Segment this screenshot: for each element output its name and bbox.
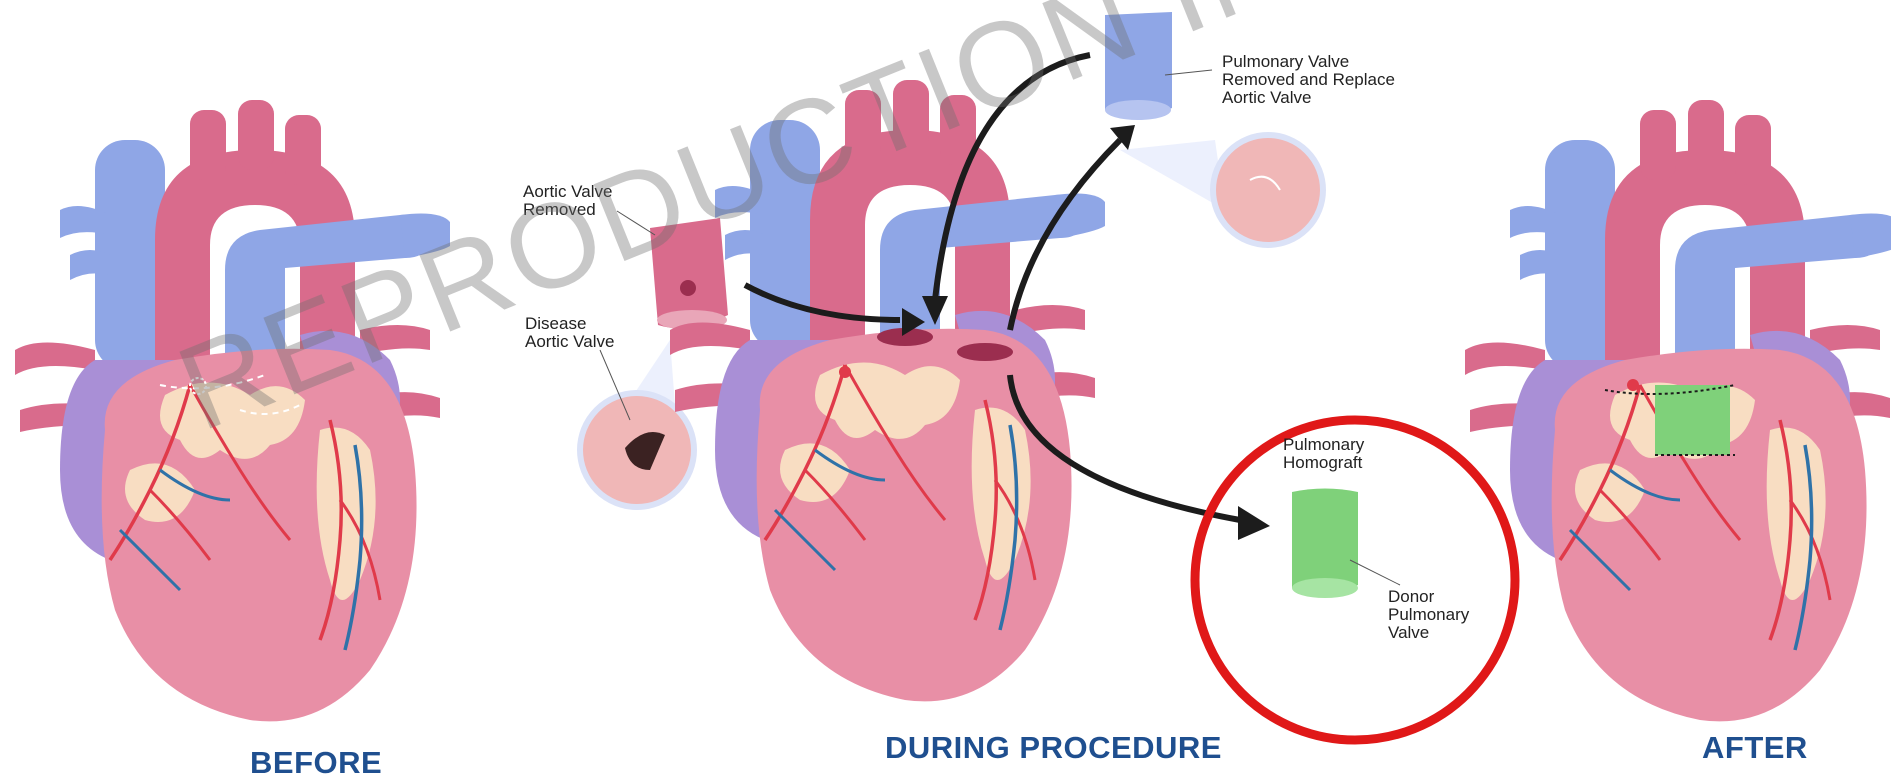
heart-after xyxy=(1465,100,1891,721)
stage-title-after: AFTER xyxy=(1702,730,1808,766)
pulmonary-valve-removed-label: Pulmonary Valve Removed and Replace Aort… xyxy=(1222,53,1395,107)
donor-pulmonary-valve-label: Donor Pulmonary Valve xyxy=(1388,588,1469,642)
disease-valve-zoom xyxy=(580,340,694,507)
stage-title-during: DURING PROCEDURE xyxy=(885,730,1222,766)
pulmonary-homograft-label: Pulmonary Homograft xyxy=(1283,436,1364,472)
pulmonary-valve-zoom xyxy=(1120,135,1323,245)
